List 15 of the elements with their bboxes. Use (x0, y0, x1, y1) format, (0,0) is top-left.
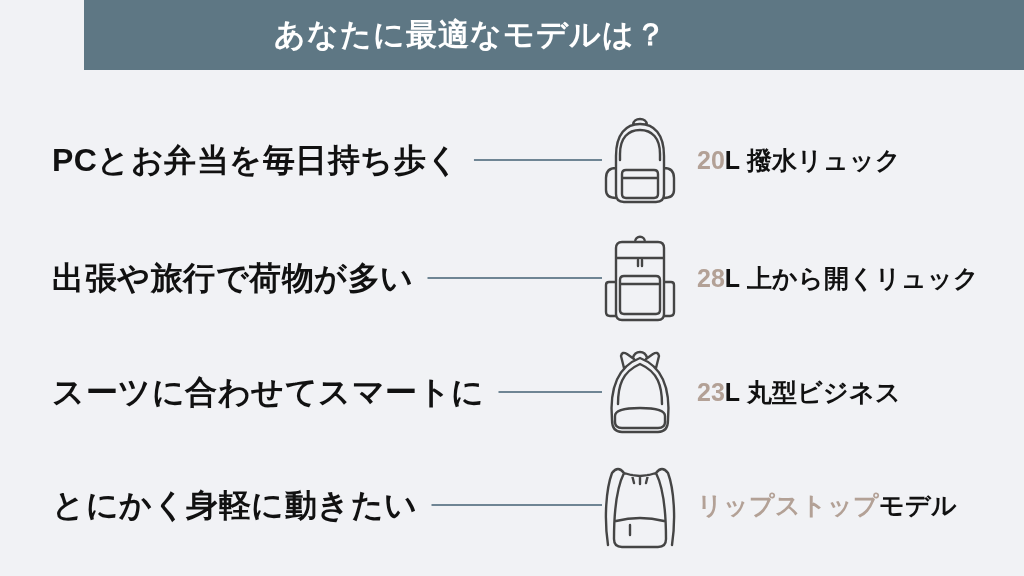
connector-line (430, 504, 603, 506)
connector-line (497, 391, 603, 393)
situation-text: とにかく身軽に動きたい (52, 485, 432, 525)
situation-text: PCとお弁当を毎日持ち歩く (52, 140, 474, 180)
situation-text: 出張や旅行で荷物が多い (52, 258, 428, 298)
model-label: 23L 丸型ビジネス (697, 377, 901, 407)
backpack-icon (602, 234, 678, 322)
model-label: リップストップモデル (697, 490, 957, 520)
backpack-icon (602, 116, 678, 204)
situation-text: スーツに合わせてスマートに (52, 372, 499, 412)
title-text: あなたに最適なモデルは？ (274, 16, 667, 54)
model-label: 20L 撥水リュック (697, 145, 901, 175)
connector-line (426, 277, 603, 279)
connector-line (472, 159, 603, 161)
model-label: 28L 上から開くリュック (697, 263, 979, 293)
